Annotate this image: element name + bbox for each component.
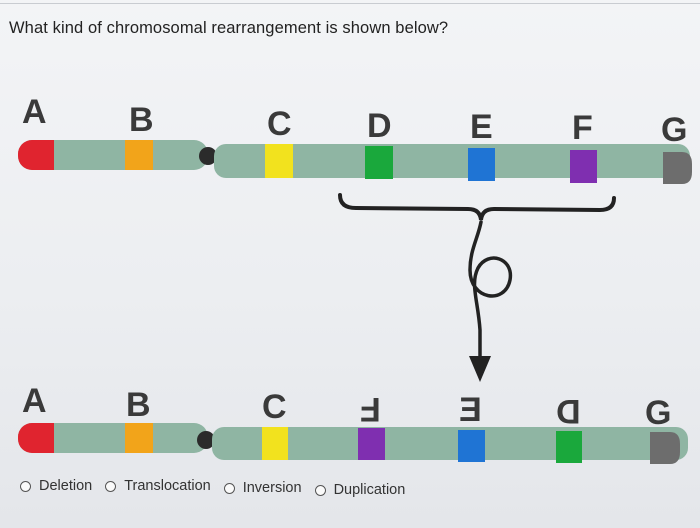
bottom-label-f-text: F	[360, 390, 381, 428]
option-duplication-label: Duplication	[333, 482, 406, 498]
top-band-b	[125, 140, 153, 170]
option-deletion-label: Deletion	[39, 478, 93, 494]
option-deletion[interactable]: Deletion	[20, 478, 92, 494]
bottom-band-c	[262, 427, 288, 460]
top-label-d: D	[367, 107, 392, 145]
bottom-centromere	[197, 431, 215, 449]
bottom-band-a-edge	[40, 423, 54, 453]
bottom-band-b	[125, 423, 153, 453]
bottom-label-b: B	[126, 386, 151, 424]
bottom-label-e: E	[459, 391, 482, 429]
top-label-a: A	[22, 93, 47, 131]
bottom-band-e	[458, 430, 485, 462]
bottom-label-g: G	[645, 394, 672, 432]
bottom-label-f: F	[360, 390, 381, 428]
top-band-e	[468, 148, 495, 181]
top-left-arm	[18, 140, 208, 170]
bracket	[338, 193, 616, 221]
top-band-c	[265, 144, 293, 178]
bottom-label-d: D	[556, 392, 581, 430]
arrow-head	[469, 356, 491, 382]
question-text: What kind of chromosomal rearrangement i…	[9, 19, 449, 37]
top-label-f: F	[572, 109, 593, 147]
top-label-g: G	[661, 111, 688, 149]
top-label-c: C	[267, 105, 292, 143]
bottom-band-g	[650, 432, 680, 464]
top-band-f	[570, 150, 597, 183]
bottom-label-c-text: C	[262, 388, 287, 426]
radio-duplication[interactable]	[314, 484, 326, 496]
answer-options: Deletion Translocation Inversion Duplica…	[20, 474, 418, 498]
bottom-band-f	[358, 428, 385, 460]
bottom-chromosome	[18, 423, 688, 464]
radio-deletion[interactable]	[20, 480, 31, 492]
inversion-arrow	[468, 220, 513, 362]
top-label-e: E	[470, 108, 493, 146]
top-label-b: B	[129, 101, 154, 139]
radio-translocation[interactable]	[105, 480, 117, 492]
option-translocation[interactable]: Translocation	[105, 478, 211, 494]
bottom-label-a: A	[22, 382, 47, 420]
top-band-d	[365, 146, 393, 179]
option-inversion[interactable]: Inversion	[223, 480, 302, 496]
bottom-label-d-text: D	[556, 392, 581, 430]
option-inversion-label: Inversion	[242, 480, 302, 496]
top-band-a-edge	[40, 140, 54, 170]
option-duplication[interactable]: Duplication	[314, 482, 406, 498]
radio-inversion[interactable]	[223, 482, 235, 494]
top-chromosome	[18, 140, 692, 184]
bottom-label-c: C	[262, 390, 287, 424]
bottom-left-arm	[18, 423, 208, 453]
top-centromere	[199, 147, 217, 165]
bottom-band-d	[556, 431, 582, 463]
top-band-g	[663, 152, 692, 184]
option-translocation-label: Translocation	[124, 478, 211, 494]
top-border-line	[0, 3, 700, 4]
bottom-label-e-text: E	[459, 391, 482, 429]
